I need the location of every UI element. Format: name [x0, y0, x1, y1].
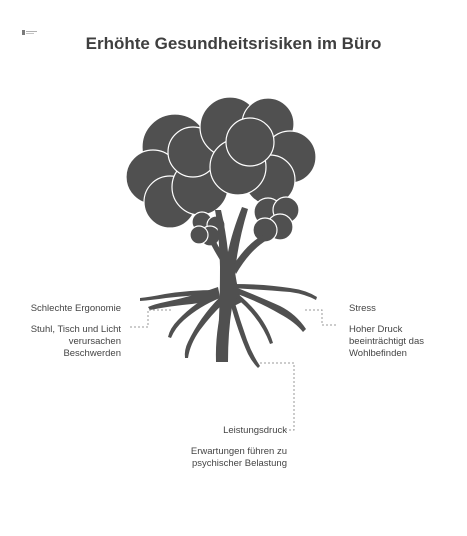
right-line-3: Wohlbefinden — [349, 348, 407, 359]
left-line-1: Stuhl, Tisch und Licht — [30, 324, 121, 335]
connector-left — [130, 309, 172, 328]
logo-icon — [22, 30, 37, 35]
tree-illustration — [125, 96, 317, 368]
page-title: Erhöhte Gesundheitsrisiken im Büro — [85, 34, 382, 53]
bottom-line-1: Erwartungen führen zu — [190, 446, 287, 457]
connector-bottom — [260, 362, 295, 431]
right-heading: Stress — [349, 303, 376, 314]
bottom-heading: Leistungsdruck — [223, 425, 287, 436]
right-line-2: beeinträchtigt das — [349, 336, 424, 347]
bottom-line-2: psychischer Belastung — [191, 458, 287, 469]
left-line-2: verursachen — [68, 336, 121, 347]
left-line-3: Beschwerden — [63, 348, 121, 359]
right-line-1: Hoher Druck — [349, 324, 403, 335]
connector-right — [305, 309, 338, 326]
left-heading: Schlechte Ergonomie — [30, 303, 121, 314]
